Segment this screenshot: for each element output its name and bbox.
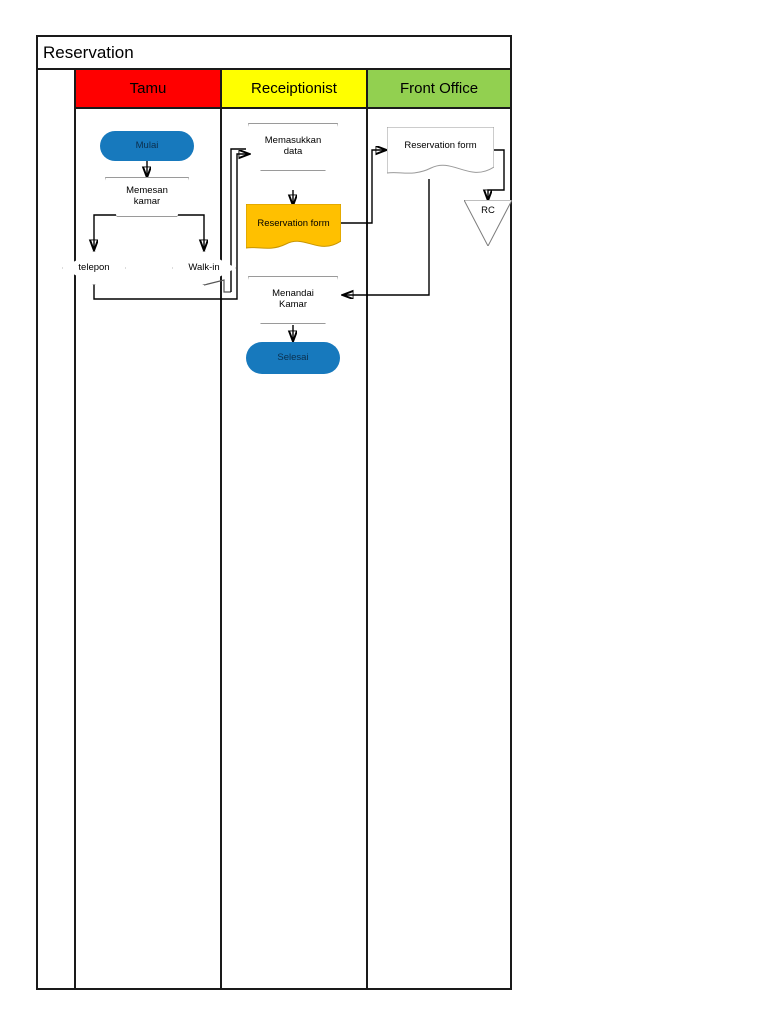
lane-tamu-header: Tamu (76, 70, 220, 109)
lane-front-office-label: Front Office (399, 80, 479, 97)
lane-tamu-body (76, 109, 220, 990)
lane-front-office[interactable]: Front Office (366, 70, 510, 990)
node-reservation-form-white[interactable]: Reservation form (387, 127, 494, 179)
node-selesai-label: Selesai (277, 351, 309, 363)
diagram-title-bar: Reservation (38, 37, 510, 70)
node-menandai-kamar-label: Menandai Kamar (272, 288, 314, 310)
node-menandai-kamar[interactable]: Menandai Kamar (248, 276, 338, 324)
triangle-shape-icon (464, 200, 512, 246)
node-reservation-form-white-label: Reservation form (404, 139, 477, 151)
node-mulai[interactable]: Mulai (100, 131, 194, 161)
node-reservation-form-orange[interactable]: Reservation form (246, 204, 341, 252)
node-rc-label: RC (481, 205, 495, 216)
lane-spacer (38, 70, 74, 990)
node-reservation-form-orange-label: Reservation form (257, 217, 330, 229)
shape-layer: Mulai Memesan kamar telepon Walk-in Mema… (38, 37, 514, 992)
node-memasukkan-data-label: Memasukkan data (264, 135, 322, 157)
document-shape-icon (387, 127, 494, 174)
node-memasukkan-data[interactable]: Memasukkan data (248, 123, 338, 171)
node-memesan-kamar[interactable]: Memesan kamar (105, 177, 189, 217)
lane-spacer-header (38, 70, 74, 109)
flowchart-pool: Reservation Tamu Receiptionist (36, 35, 512, 990)
node-selesai[interactable]: Selesai (246, 342, 340, 374)
lane-receiptionist-header: Receiptionist (222, 70, 366, 109)
node-mulai-label: Mulai (135, 139, 159, 151)
document-shape-icon (246, 204, 341, 249)
node-telepon-label: telepon (78, 261, 110, 273)
node-walk-in-label: Walk-in (188, 261, 220, 273)
node-rc[interactable]: RC (464, 200, 512, 246)
lane-tamu[interactable]: Tamu (74, 70, 220, 990)
lane-tamu-label: Tamu (129, 80, 167, 97)
lane-front-office-header: Front Office (368, 70, 510, 109)
lane-spacer-body (38, 109, 74, 990)
page-title: Reservation (43, 43, 134, 62)
node-memesan-kamar-label: Memesan kamar (126, 185, 168, 207)
lane-receiptionist-label: Receiptionist (251, 80, 337, 97)
lane-receiptionist[interactable]: Receiptionist (220, 70, 366, 990)
lane-container: Tamu Receiptionist Front Office (38, 70, 510, 990)
